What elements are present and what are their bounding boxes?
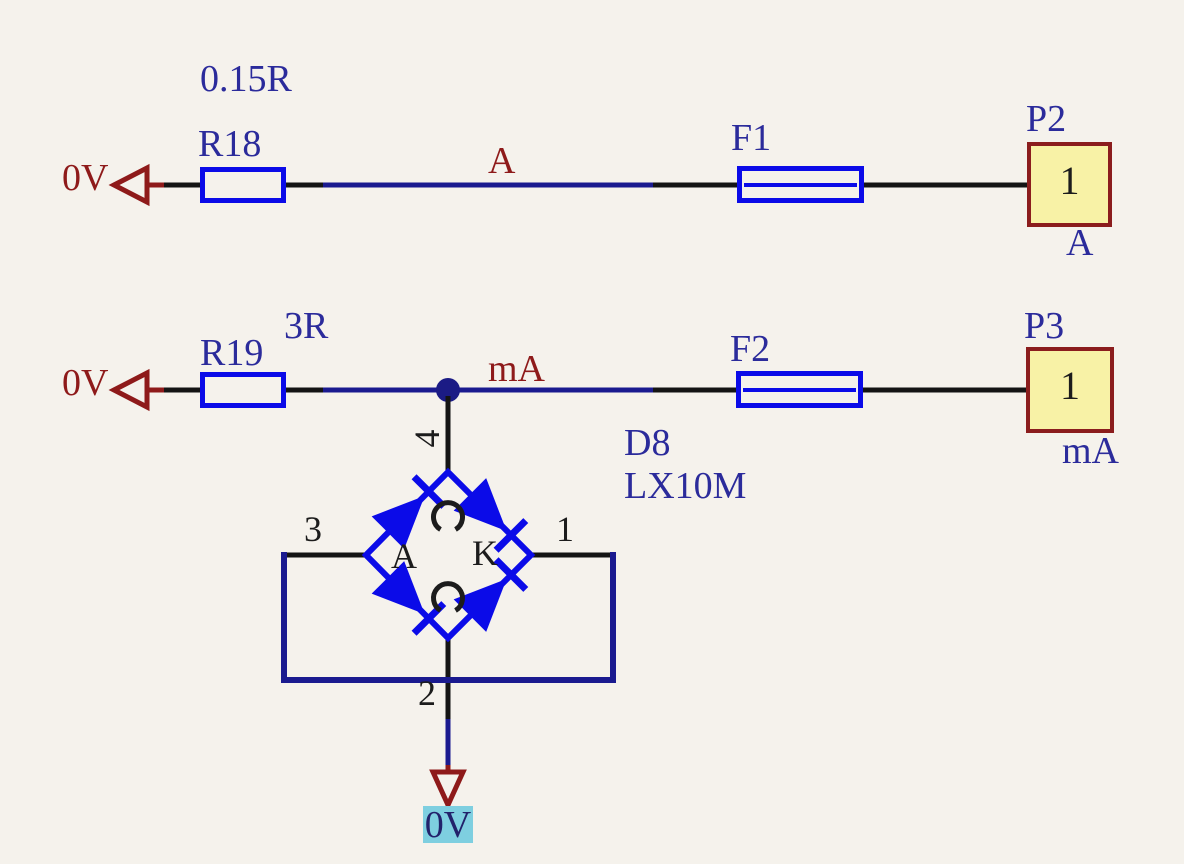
ground-net-label-highlight[interactable]: 0V (423, 804, 473, 846)
bridge-pin-number-right: 1 (556, 509, 574, 549)
power-port-label-row2[interactable]: 0V (62, 362, 109, 404)
fuse-element-line (743, 387, 856, 392)
bridge-anode-label: A (391, 536, 417, 576)
fuse-f2-body[interactable] (736, 371, 863, 408)
connector-p3-body[interactable] (1026, 347, 1114, 433)
bridge-pin-number-left: 3 (304, 509, 322, 549)
connector-p2-pin-name: A (1066, 222, 1094, 264)
bridge-cathode-label: K (472, 533, 498, 573)
resistor-r19-body[interactable] (200, 372, 286, 408)
connector-p2-designator[interactable]: P2 (1026, 98, 1067, 140)
power-port-arrow-row1[interactable] (108, 163, 164, 207)
fuse-f1-designator[interactable]: F1 (731, 117, 772, 159)
resistor-r19-value[interactable]: 3R (284, 305, 329, 347)
ac-mark-top (431, 500, 465, 532)
bridge-rectifier-symbol[interactable] (281, 396, 616, 719)
bridge-pin-number-top: 4 (406, 429, 447, 448)
ground-net-label: 0V (424, 803, 472, 846)
connector-p3-pin-number: 1 (1060, 363, 1080, 408)
bridge-part-number[interactable]: LX10M (624, 465, 747, 507)
connector-p3-designator[interactable]: P3 (1024, 305, 1065, 347)
resistor-r18-designator[interactable]: R18 (198, 123, 262, 165)
fuse-f2-designator[interactable]: F2 (730, 328, 771, 370)
fuse-element-line (744, 182, 857, 187)
net-label-ma[interactable]: mA (488, 348, 545, 390)
connector-p2-body[interactable] (1027, 142, 1112, 227)
resistor-r18-value[interactable]: 0.15R (200, 58, 292, 100)
junction-dot (436, 378, 460, 402)
bridge-pin-number-bottom: 2 (418, 673, 436, 713)
connector-p3-pin-name: mA (1062, 430, 1119, 472)
net-label-a[interactable]: A (488, 140, 516, 182)
bridge-designator[interactable]: D8 (624, 422, 671, 464)
fuse-f1-body[interactable] (737, 166, 864, 203)
power-port-label-row1[interactable]: 0V (62, 157, 109, 199)
connector-p2-pin-number: 1 (1059, 158, 1080, 203)
diode-top-left (371, 474, 447, 549)
wire-row2[interactable] (164, 378, 1028, 402)
resistor-r18-body[interactable] (200, 167, 286, 203)
ac-mark-bottom (431, 581, 465, 613)
diode-top-right (453, 478, 529, 553)
power-port-arrow-row2[interactable] (108, 368, 164, 412)
diode-bottom-right (453, 557, 529, 632)
bridge-loop-wire (281, 552, 616, 683)
resistor-r19-designator[interactable]: R19 (200, 332, 264, 374)
power-port-arrow-ground[interactable] (429, 769, 467, 812)
